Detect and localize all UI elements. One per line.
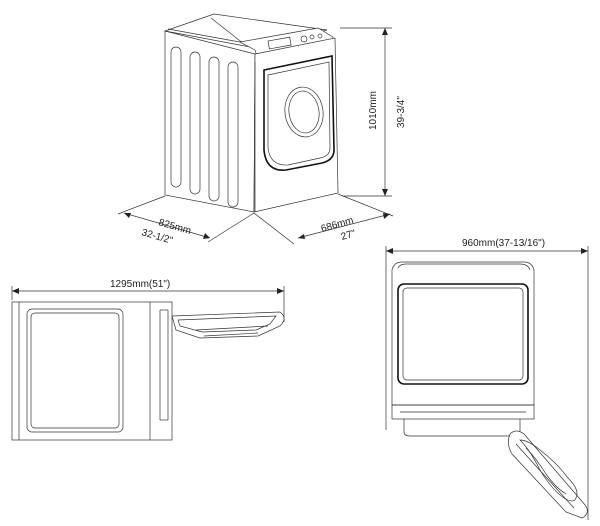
side-rib	[170, 46, 182, 188]
isometric-washer-view: 1010mm 39-3/4" 825mm 32-1/2" 686mm 27"	[117, 13, 407, 247]
top-view: 960mm(37-13/16")	[385, 238, 589, 520]
depth-in-label: 27"	[340, 228, 358, 243]
side-span-dimension: 1295mm(51")	[11, 279, 285, 322]
side-rib	[227, 61, 239, 208]
side-span-label: 1295mm(51")	[110, 279, 170, 290]
top-cabinet	[391, 261, 535, 406]
height-mm-label: 1010mm	[368, 91, 379, 130]
side-rib	[208, 56, 220, 202]
door-porthole	[284, 86, 324, 138]
side-rib	[189, 51, 201, 195]
top-lid	[397, 283, 529, 385]
side-lid	[26, 308, 124, 433]
side-view: 1295mm(51")	[11, 279, 285, 441]
top-open-door	[508, 430, 588, 519]
height-in-label: 39-3/4"	[396, 96, 407, 128]
side-cabinet	[11, 301, 173, 441]
top-span-dimension: 960mm(37-13/16")	[385, 238, 589, 520]
washer-side-panel	[164, 30, 256, 213]
washer-door	[263, 55, 335, 171]
top-span-label: 960mm(37-13/16")	[462, 238, 545, 249]
height-dimension: 1010mm 39-3/4"	[340, 27, 407, 197]
